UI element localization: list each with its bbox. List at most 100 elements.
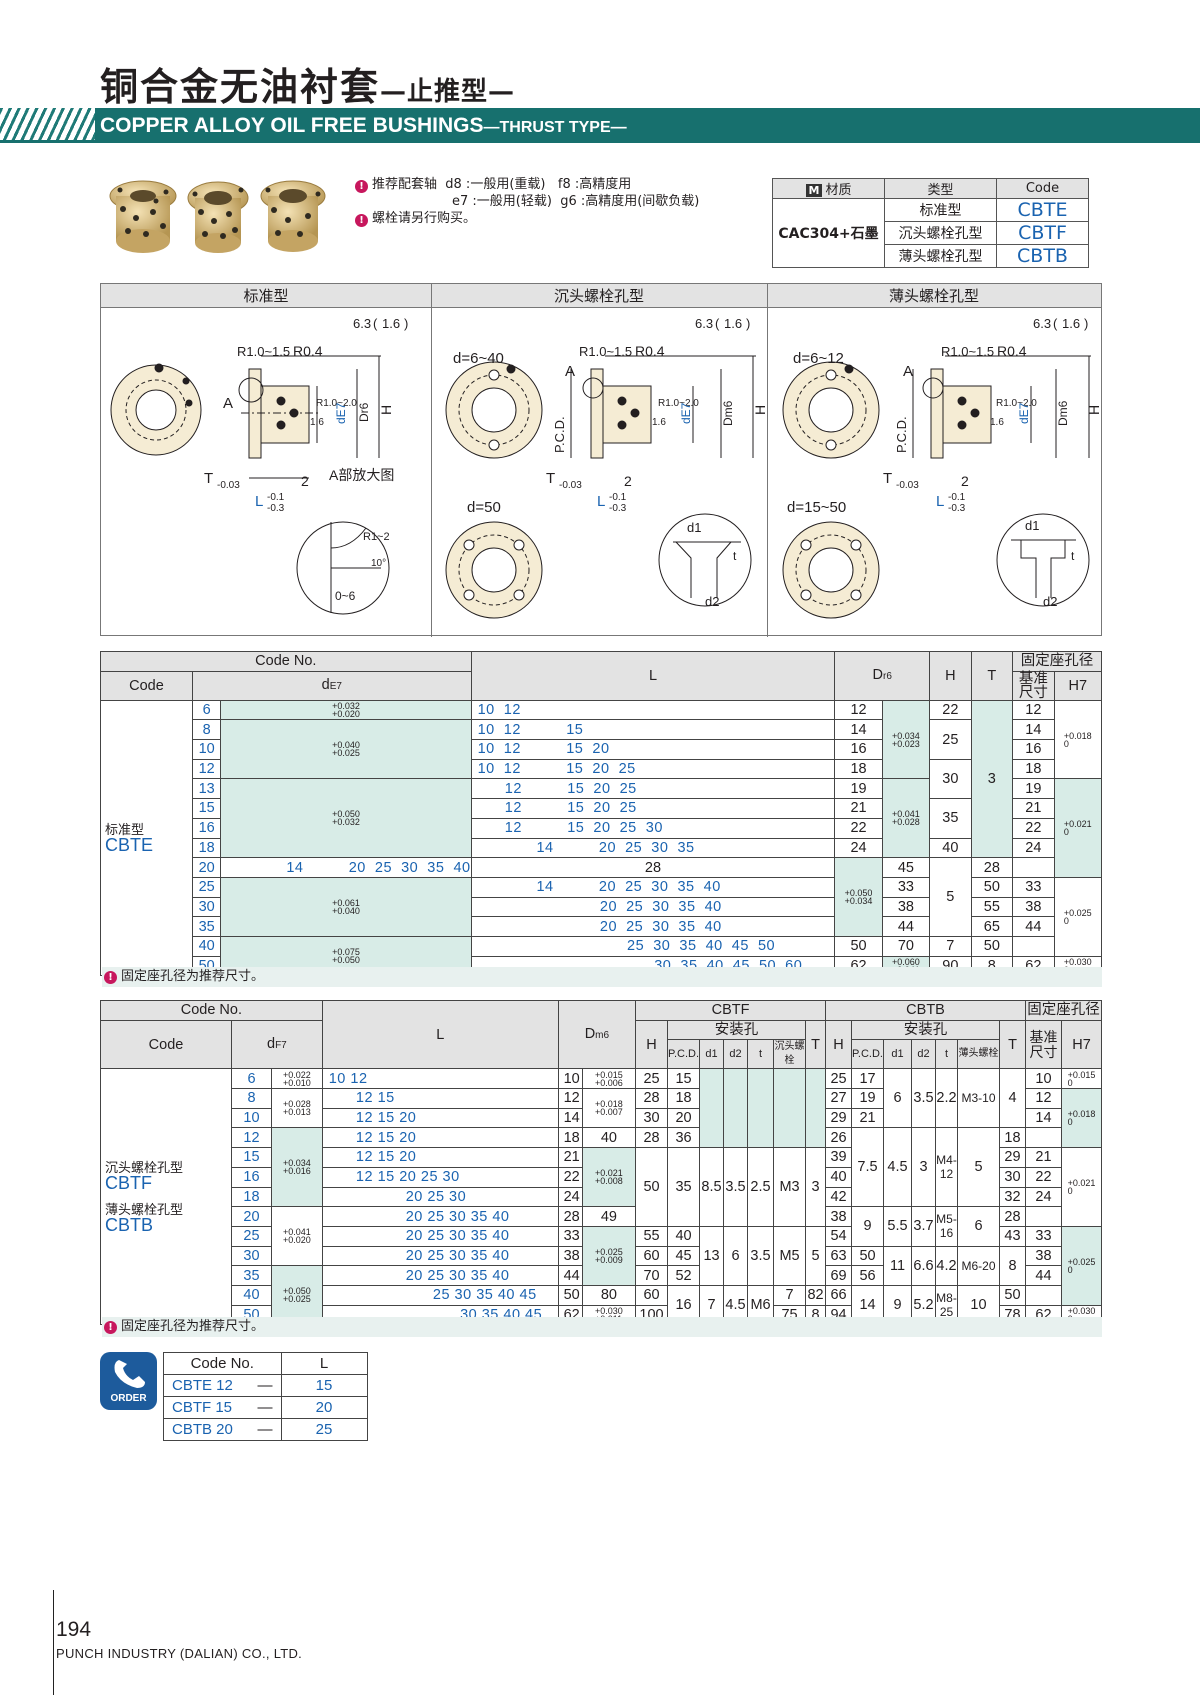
svg-text:1.6: 1.6 (652, 417, 666, 428)
table-cell: 4.5 (883, 1127, 912, 1208)
svg-text:L: L (936, 493, 944, 510)
svg-text:d=6~40: d=6~40 (453, 350, 504, 367)
table-cell: 12 15 20 25 30 (321, 1166, 559, 1188)
table-cell: 30 (635, 1107, 669, 1129)
table-cell: 5 (805, 1225, 827, 1286)
table-cell: 20 (231, 1206, 272, 1227)
table-cell: 21 (1012, 798, 1055, 819)
svg-text:dE7: dE7 (334, 402, 348, 424)
company-name: PUNCH INDUSTRY (DALIAN) CO., LTD. (56, 1646, 303, 1661)
table-cell: 2.2 (935, 1068, 958, 1129)
df7-header: dF7 (231, 1019, 323, 1070)
table-cell: 10 12 (470, 699, 836, 721)
thin-front-view-15-50 (782, 521, 880, 619)
table-cell: 50 (999, 1284, 1026, 1306)
standard-front-view (110, 363, 202, 456)
table-cell: M5 (773, 1225, 807, 1286)
table-cell: 25 30 35 40 45 50 (470, 935, 836, 957)
order-example-table: Code No.L CBTE 12—15 CBTF 15—20 CBTB 20—… (163, 1352, 368, 1441)
table-cell: 25 (929, 719, 972, 760)
table-cell: 12 (834, 699, 883, 721)
table-cell: M5-16 (935, 1206, 958, 1247)
table-cell: 12 15 20 25 (470, 778, 836, 800)
thin-section-view (912, 355, 1091, 459)
table-cell: 8 (999, 1245, 1026, 1286)
table-cell: 18 (557, 1127, 583, 1149)
svg-text:1.6: 1.6 (310, 417, 324, 428)
table-cell: 10 (557, 1068, 583, 1090)
table-cell: 24 (834, 837, 883, 859)
thin-hole-detail (996, 513, 1090, 607)
table-cell: 3 (970, 699, 1014, 859)
table-cell: 12 (191, 758, 222, 780)
svg-text:A: A (565, 363, 575, 380)
table-cell: 21 (834, 798, 883, 819)
table-cell: 50 (635, 1147, 669, 1227)
svg-text:-0.3: -0.3 (948, 503, 966, 514)
svg-text:): ) (1084, 316, 1088, 331)
table-cell: 22 (1025, 1166, 1062, 1188)
standard-section-view (238, 355, 381, 479)
table-cell: 70 (881, 935, 931, 957)
svg-text:t: t (1071, 549, 1075, 563)
drawing-title-standard: 标准型 (101, 284, 431, 308)
table-cell: 8 (231, 1088, 272, 1109)
table-cell: 49 (581, 1206, 637, 1227)
table-cell: 12 15 20 (321, 1147, 559, 1168)
svg-text:Dm6: Dm6 (721, 400, 735, 426)
table-cell: 14 (1025, 1107, 1062, 1129)
tolerance-cell: +0.061+0.040 (220, 876, 472, 937)
drawing-title-thin: 薄头螺栓孔型 (767, 284, 1101, 308)
table-cell: 12 (1025, 1088, 1062, 1109)
table-cell: 63 (825, 1245, 853, 1267)
svg-text:10°: 10° (371, 558, 386, 569)
table-cell: 32 (999, 1186, 1026, 1208)
table-cell: 69 (825, 1265, 853, 1286)
table-cell: 10 12 15 (470, 719, 836, 741)
table-cell: 38 (557, 1245, 583, 1267)
table-cell: 20 25 30 35 40 (321, 1265, 559, 1286)
table-cell: 20 (191, 857, 222, 878)
table-cell: 27 (825, 1088, 853, 1109)
svg-text:1.6: 1.6 (1062, 316, 1080, 331)
type-countersunk: 沉头螺栓孔型 (884, 221, 997, 245)
table-cell: 22 (1012, 817, 1055, 839)
tolerance-cell: +0.021+0.008 (581, 1147, 637, 1208)
table-cell: 50 (851, 1245, 884, 1267)
table-cell: 9 (851, 1206, 884, 1247)
table-cell: 80 (581, 1284, 637, 1306)
table-cell: 21 (1025, 1147, 1062, 1168)
svg-text:(: ( (715, 316, 720, 331)
svg-text:1.6: 1.6 (990, 417, 1004, 428)
table-cell: 18 (1012, 758, 1055, 780)
svg-text:R1~2: R1~2 (363, 531, 390, 543)
table-cell: 10 (191, 739, 222, 760)
table-cell: 2.5 (747, 1147, 775, 1227)
svg-text:): ) (404, 316, 408, 331)
spec-notes: !推荐配套轴 d8 :一般用(重载) f8 :高精度用 e7 :一般用(轻载) … (355, 176, 699, 227)
svg-text:R0.4: R0.4 (635, 343, 665, 359)
countersunk-front-view (445, 361, 543, 459)
table-cell: 35 (667, 1147, 701, 1227)
svg-text:P.C.D.: P.C.D. (894, 416, 909, 453)
table-cell: 7 (773, 1284, 807, 1306)
note-bolt: !螺栓请另行购买。 (355, 210, 699, 227)
table-cell: 22 (929, 699, 972, 721)
svg-text:-0.1: -0.1 (267, 492, 285, 503)
table-cell: 28 (557, 1206, 583, 1227)
code-header: Code (996, 178, 1089, 199)
table-cell: 8.5 (699, 1147, 725, 1227)
table-cell: 24 (557, 1186, 583, 1208)
bushing-photo-1 (109, 180, 177, 253)
table-cell: 82 (805, 1284, 827, 1306)
